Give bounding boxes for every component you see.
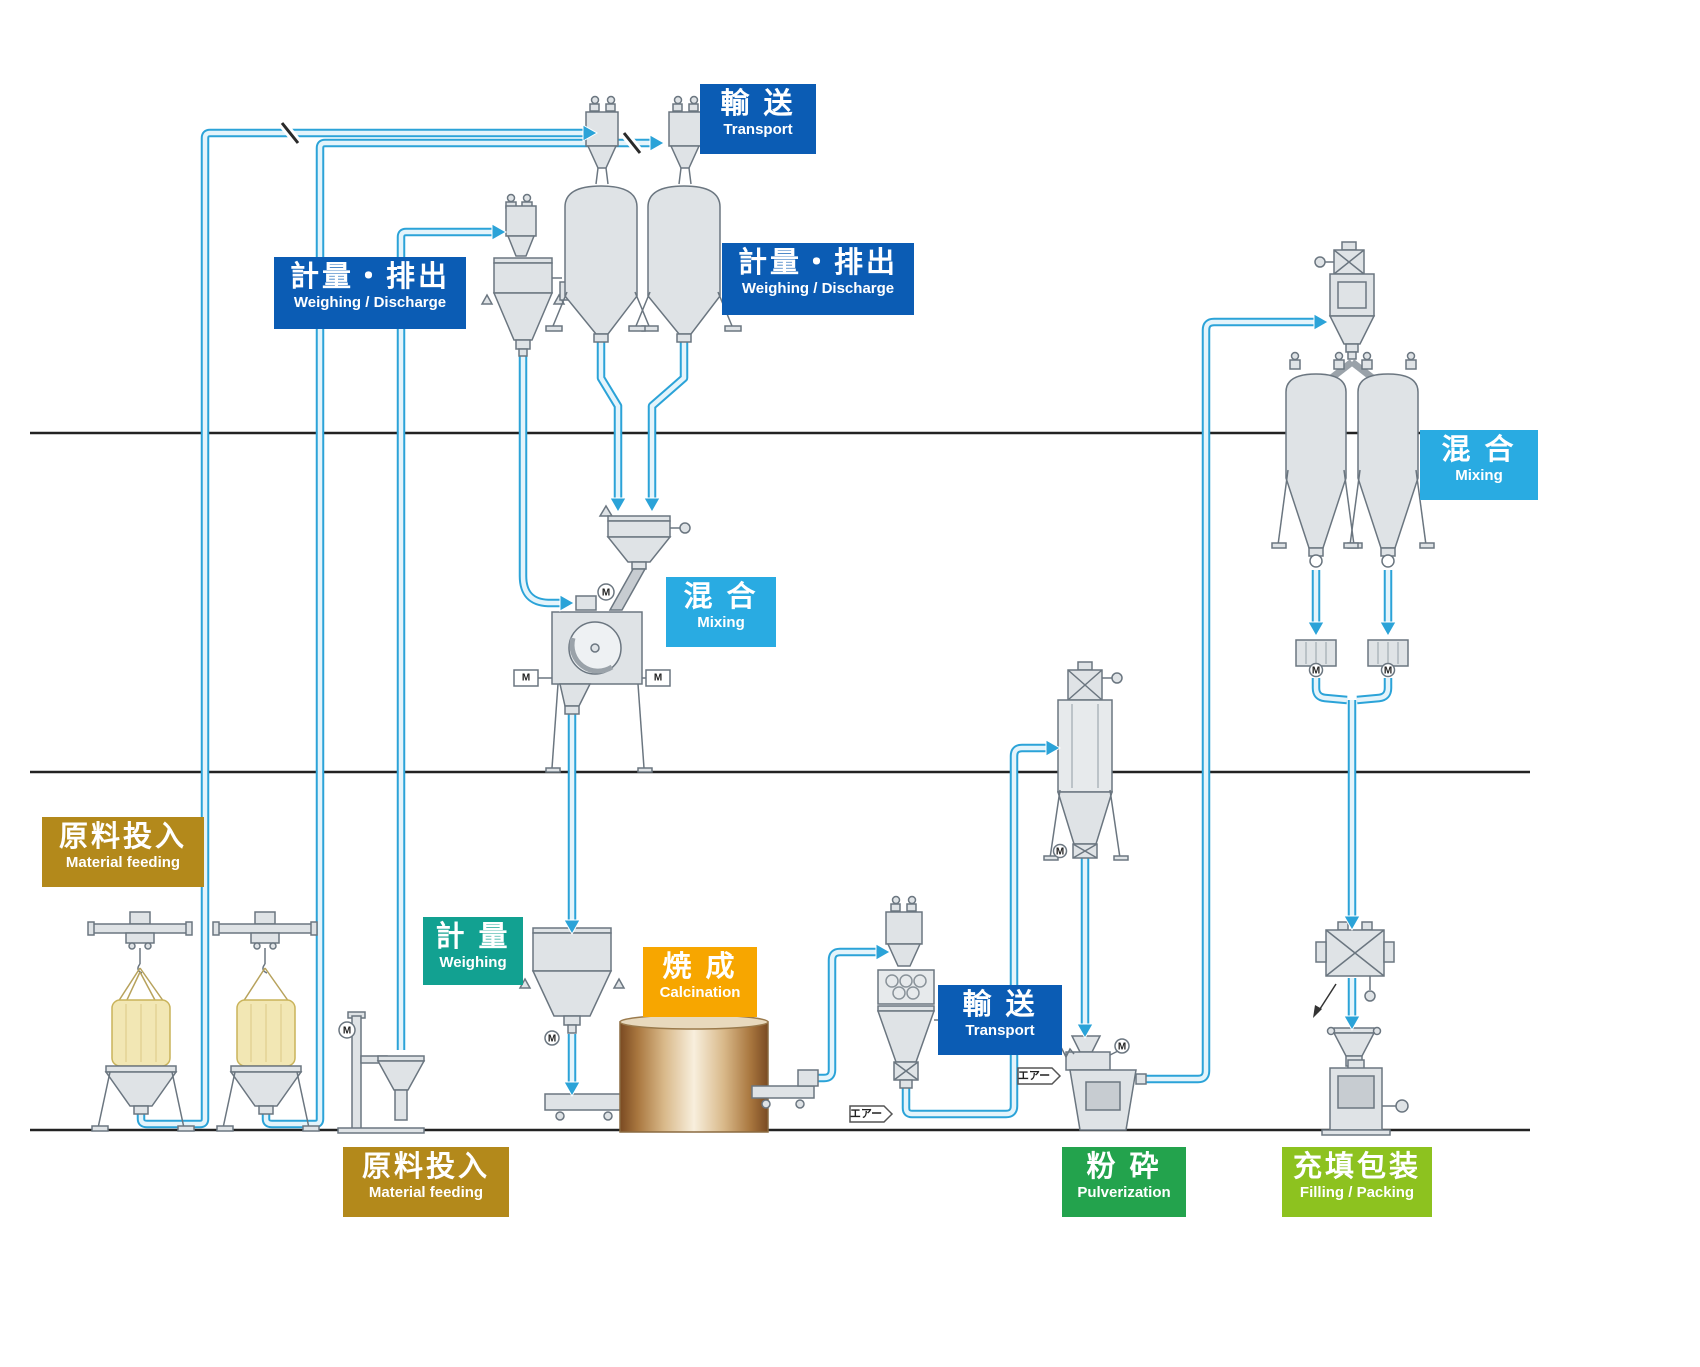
label-pulverization-jp: 粉 砕 (1086, 1151, 1162, 1183)
pipe-break-marks (278, 120, 644, 156)
label-weighing-center-jp: 計 量 (435, 921, 511, 953)
weighing-hopper-center: M (518, 927, 626, 1046)
motor-label: M (522, 673, 530, 684)
fibc-unloader-1 (87, 911, 195, 1132)
motor-label: M (1056, 847, 1064, 858)
label-pulverization-en: Pulverization (1077, 1184, 1171, 1202)
label-mixing-right: 混 合 Mixing (1420, 430, 1538, 500)
label-weighing-discharge-right-en: Weighing / Discharge (741, 280, 895, 298)
weighing-hopper-left (480, 193, 572, 357)
pipes (141, 120, 1388, 1124)
label-mixing-right-en: Mixing (1455, 467, 1503, 485)
label-filling-packing: 充填包装 Filling / Packing (1282, 1147, 1432, 1217)
kiln-feed-conveyor (544, 1093, 626, 1121)
motor-label: M (1118, 1042, 1126, 1053)
storage-silo-1 (545, 185, 659, 343)
label-weighing-discharge-right: 計量・排出 Weighing / Discharge (722, 243, 914, 315)
filling-machine (1321, 1026, 1409, 1136)
storage-silo-2 (628, 185, 742, 343)
label-transport-top: 輸 送 Transport (700, 84, 816, 154)
dust-collector: M (1043, 661, 1129, 861)
kiln-discharge-conveyor (751, 1069, 819, 1109)
motor-label: M (654, 673, 662, 684)
label-filling-packing-jp: 充填包装 (1292, 1151, 1421, 1183)
label-mixing-center: 混 合 Mixing (666, 577, 776, 647)
label-weighing-discharge-right-jp: 計量・排出 (737, 247, 898, 279)
label-material-feeding-left-en: Material feeding (65, 854, 181, 872)
label-material-feeding-left-jp: 原料投入 (58, 821, 187, 853)
mixing-receiver (1313, 241, 1391, 393)
label-filling-packing-en: Filling / Packing (1299, 1184, 1415, 1202)
air-label: エアー (1018, 1069, 1050, 1082)
label-calcination-en: Calcination (659, 984, 741, 1002)
label-weighing-discharge-left-en: Weighing / Discharge (293, 294, 447, 312)
fibc-unloader-2 (212, 911, 320, 1132)
motor-label: M (343, 1026, 351, 1037)
label-transport-top-jp: 輸 送 (720, 88, 796, 120)
drum-mixer: M M M (513, 583, 671, 773)
label-weighing-discharge-left: 計量・排出 Weighing / Discharge (274, 257, 466, 329)
label-material-feeding-center-jp: 原料投入 (361, 1151, 490, 1183)
motor-label: M (548, 1034, 556, 1045)
transport-receiver-silo-1 (585, 95, 619, 185)
label-transport-mid-jp: 輸 送 (962, 989, 1038, 1021)
label-mixing-center-en: Mixing (697, 614, 745, 632)
label-transport-top-en: Transport (723, 121, 793, 139)
mixing-feed-hopper (598, 504, 691, 611)
paddle-mixer (1313, 921, 1395, 1018)
label-calcination-jp: 焼 成 (662, 951, 738, 983)
blend-silo-1: M (1271, 351, 1363, 678)
label-material-feeding-left: 原料投入 Material feeding (42, 817, 204, 887)
transport-receiver-silo-2 (668, 95, 702, 185)
label-material-feeding-center-en: Material feeding (368, 1184, 484, 1202)
label-weighing-discharge-left-jp: 計量・排出 (289, 261, 450, 293)
pipe-arrows (491, 124, 1397, 1098)
label-mixing-center-jp: 混 合 (683, 581, 759, 613)
label-pulverization: 粉 砕 Pulverization (1062, 1147, 1186, 1217)
label-transport-mid-en: Transport (965, 1022, 1035, 1040)
motor-label: M (602, 588, 610, 599)
air-label: エアー (850, 1107, 882, 1120)
calcination-kiln (619, 1014, 769, 1133)
label-mixing-right-jp: 混 合 (1441, 434, 1517, 466)
label-weighing-center-en: Weighing (439, 954, 507, 972)
label-material-feeding-center: 原料投入 Material feeding (343, 1147, 509, 1217)
floor-lines (30, 431, 1530, 1132)
label-calcination: 焼 成 Calcination (643, 947, 757, 1017)
motor-label: M (1384, 666, 1392, 677)
motor-label: M (1312, 666, 1320, 677)
material-feeder-station: M (337, 1011, 426, 1134)
label-weighing-center: 計 量 Weighing (423, 917, 523, 985)
pulverizer-mill: M エアー (1017, 1035, 1147, 1131)
blend-silo-2: M (1343, 351, 1435, 678)
label-transport-mid: 輸 送 Transport (938, 985, 1062, 1055)
